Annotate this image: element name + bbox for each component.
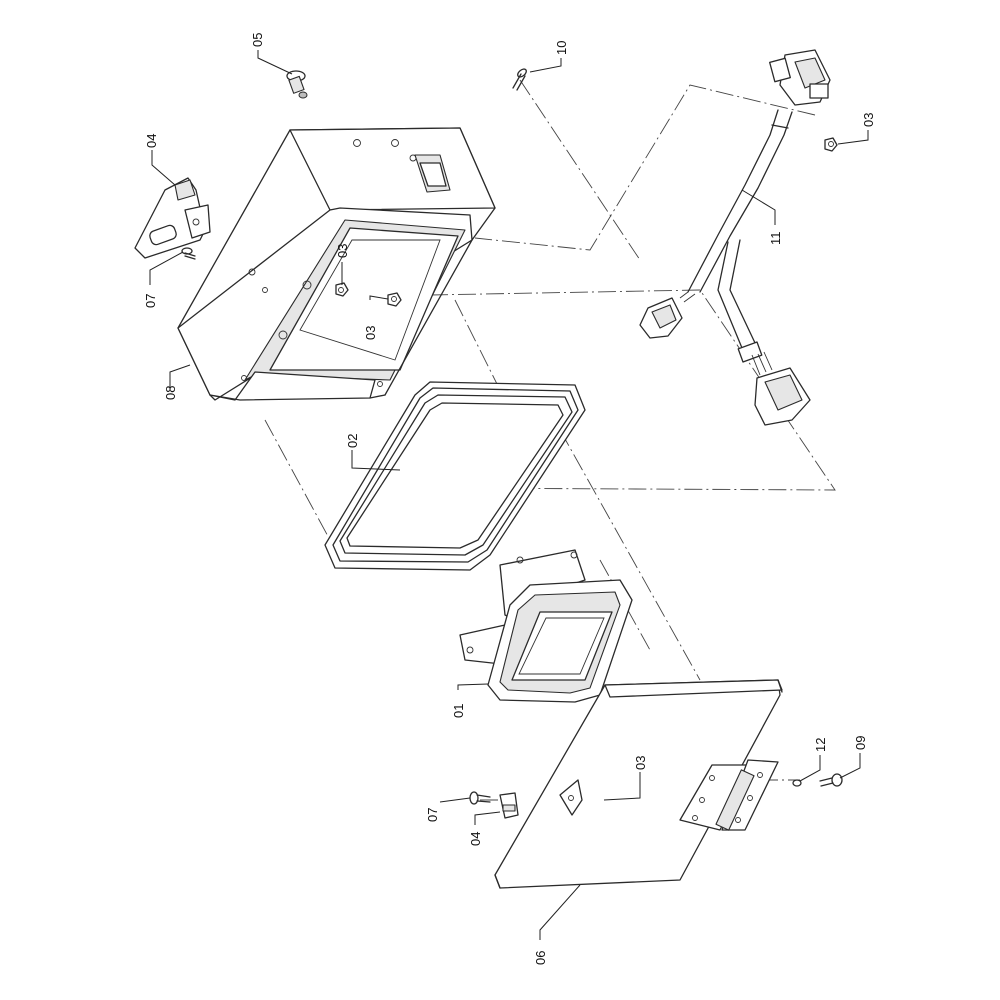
wire-harness-11-part (639, 49, 831, 426)
callout-04-bottom: 04 (468, 832, 483, 846)
door-panel-06-part (494, 679, 783, 889)
callout-08: 08 (163, 386, 178, 400)
callout-05-top: 05 (250, 33, 265, 47)
housing-box-part (177, 127, 496, 401)
callout-01: 01 (451, 704, 466, 718)
gasket-02-part (324, 381, 586, 571)
latch-04-part (134, 177, 211, 259)
screw-05-part (286, 70, 308, 99)
callout-03-box-lower: 03 (363, 326, 378, 340)
callout-10: 10 (554, 41, 569, 55)
display-01-part (459, 549, 633, 703)
leader-lines (149, 50, 869, 940)
callout-03-box-upper: 03 (335, 244, 350, 258)
callout-labels: 05 10 04 03 03 03 07 08 11 02 01 12 09 0… (143, 33, 876, 965)
callout-03-harness: 03 (861, 113, 876, 127)
callout-04-top: 04 (144, 134, 159, 148)
callout-09: 09 (853, 736, 868, 750)
callout-03-door: 03 (633, 756, 648, 770)
callout-07-top: 07 (143, 294, 158, 308)
screw-10-part (512, 68, 527, 91)
callout-07-bottom: 07 (425, 808, 440, 822)
callout-11: 11 (768, 232, 783, 246)
callout-02: 02 (345, 434, 360, 448)
callout-06: 06 (533, 951, 548, 965)
bottom-fasteners (469, 773, 843, 819)
screw-07-part (181, 247, 196, 260)
callout-12: 12 (813, 738, 828, 752)
